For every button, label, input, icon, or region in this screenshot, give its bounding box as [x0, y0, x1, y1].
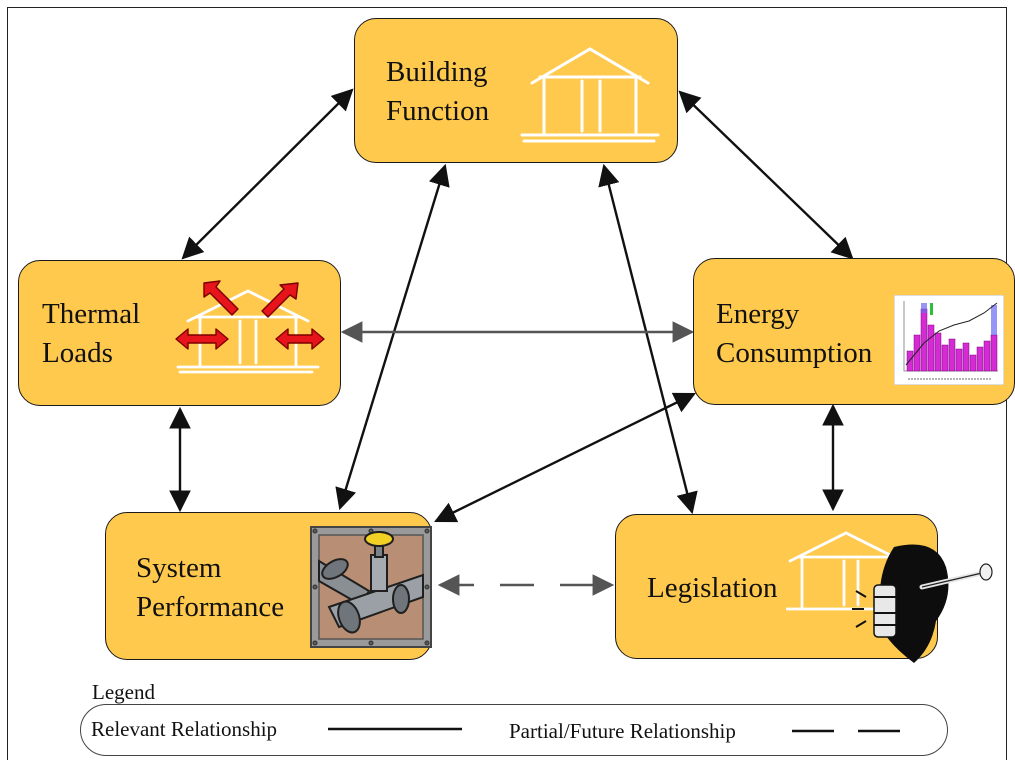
- legend-lines: [327, 727, 918, 732]
- arrow-energy-consumption-system-performance: [434, 392, 696, 523]
- legislation-line-1: Legislation: [647, 572, 778, 604]
- heat-arrow-diagonal-left: [203, 280, 239, 316]
- energy-consumption-line-2: Consumption: [716, 337, 873, 369]
- node-legislation-label: Legislation: [647, 569, 777, 608]
- system-performance-line-2: Performance: [136, 591, 285, 623]
- system-performance-line-1: System: [136, 552, 222, 584]
- node-building-function-label: Building Function: [386, 53, 489, 131]
- legend-box: Relevant Relationship Partial/Future Rel…: [80, 704, 948, 756]
- node-system-performance-label: System Performance: [136, 549, 284, 627]
- energy-chart-icon: [894, 295, 1004, 385]
- arrow-building-function-energy-consumption: [678, 90, 854, 260]
- house-heat-flow-icon: [175, 280, 325, 374]
- node-system-performance: System Performance: [105, 512, 432, 660]
- heat-arrow-diagonal-right: [261, 282, 299, 318]
- node-building-function: Building Function: [354, 18, 678, 163]
- arrow-building-function-legislation: [598, 163, 698, 515]
- gavel-icon: [786, 531, 993, 663]
- node-legislation: Legislation: [615, 514, 993, 663]
- thermal-loads-line-1: Thermal: [42, 298, 141, 330]
- node-thermal-loads: Thermal Loads: [18, 260, 341, 406]
- arrow-building-function-thermal-loads: [181, 88, 354, 260]
- building-function-line-1: Building: [386, 56, 488, 88]
- house-icon: [520, 47, 660, 143]
- heat-arrow-horizontal-right: [275, 328, 325, 350]
- node-energy-consumption: Energy Consumption: [693, 258, 1015, 405]
- energy-consumption-line-1: Energy: [716, 298, 800, 330]
- legend-partial-label: Partial/Future Relationship: [509, 719, 736, 743]
- legend-relevant-label: Relevant Relationship: [91, 717, 278, 741]
- heat-arrow-horizontal-left: [175, 328, 229, 350]
- arrow-building-function-system-performance: [335, 163, 450, 511]
- legend-title: Legend: [92, 680, 155, 704]
- node-energy-consumption-label: Energy Consumption: [716, 295, 872, 373]
- node-thermal-loads-label: Thermal Loads: [42, 295, 140, 373]
- building-function-line-2: Function: [386, 95, 490, 127]
- thermal-loads-line-2: Loads: [42, 337, 113, 369]
- pipes-valve-icon: [310, 526, 432, 648]
